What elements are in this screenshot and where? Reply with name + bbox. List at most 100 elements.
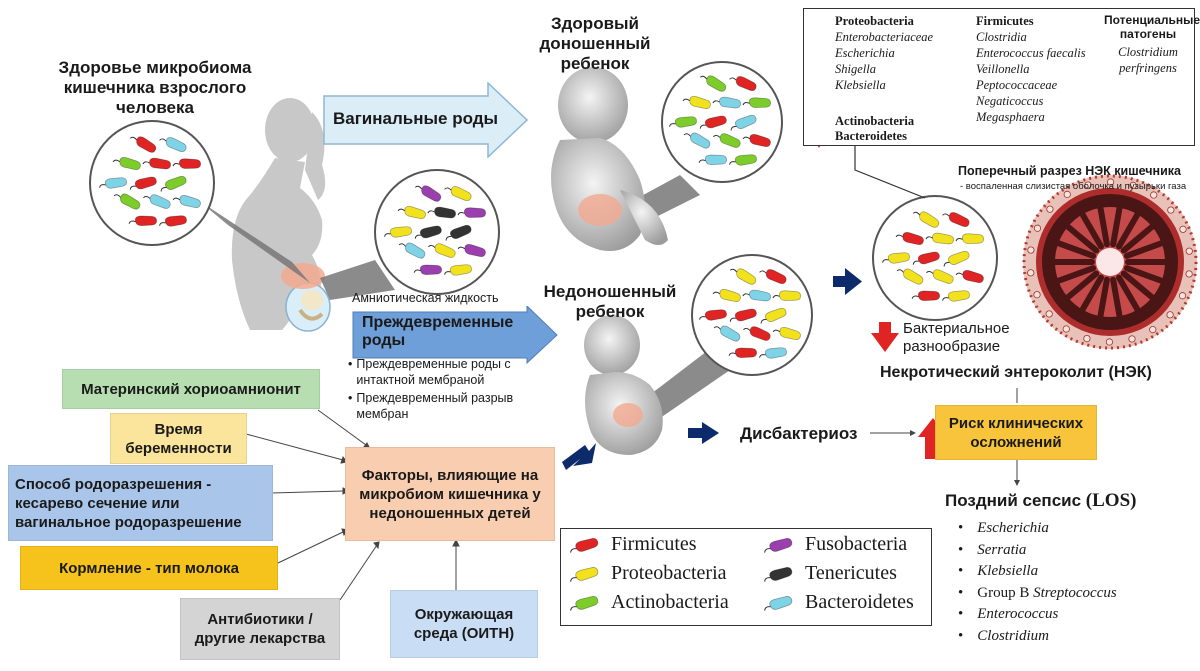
vaginal-birth-label: Вагинальные роды: [333, 109, 499, 128]
navy-arrow-to-preterm: [562, 443, 596, 470]
gas-bubble: [1185, 270, 1193, 278]
bacterium-icon: [570, 566, 599, 582]
villus: [1120, 270, 1156, 301]
adult-cone: [198, 200, 310, 283]
adult-title: Здоровье микробиома кишечника взрослого …: [58, 58, 252, 117]
bacterium-icon: [742, 134, 771, 148]
bacterium-icon: [427, 206, 456, 219]
diversity-down-icon: [871, 322, 899, 352]
chorio-box: Материнский хориоамнионит: [62, 369, 320, 409]
gas-bubble: [1063, 190, 1071, 198]
dysbiosis-label: Дисбактериоз: [740, 424, 858, 443]
los-item: •Klebsiella: [958, 563, 1039, 579]
bacterium-icon: [669, 116, 697, 128]
bacterium-icon: [683, 132, 711, 149]
amniotic-label: Амниотическая жидкость: [352, 291, 499, 305]
diversity-label: Бактериальное разнообразие: [903, 320, 1010, 355]
preterm-birth-arrow: Преждевременные роды: [352, 306, 558, 364]
bacterium-icon: [129, 176, 157, 190]
firmicutes-group: Firmicutes Clostridia Enterococcus faeca…: [976, 14, 1086, 124]
bacterium-icon: [759, 347, 787, 359]
bacterium-icon: [764, 537, 793, 553]
legend-entry: Bacteroidetes: [761, 591, 914, 614]
bacterium-icon: [743, 326, 771, 341]
gas-bubble: [1128, 335, 1136, 343]
bacterium-icon: [570, 537, 599, 553]
bacterium-icon: [943, 250, 970, 267]
bacterium-icon: [742, 97, 771, 108]
bacterium-icon: [764, 595, 793, 611]
preterm-bullet: •Преждевременный разрыв мембран: [348, 391, 514, 421]
los-item: •Clostridium: [958, 627, 1049, 644]
gas-bubble: [1179, 225, 1187, 233]
bacterium-icon: [698, 154, 727, 166]
bacterium-icon: [764, 566, 793, 582]
bacterium-icon: [398, 242, 426, 259]
legend-entry: Tenericutes: [761, 562, 897, 585]
preterm-bullet: •Преждевременные роды с интактной мембра…: [348, 357, 511, 387]
bacterium-icon: [942, 212, 970, 228]
factors-center-box: Факторы, влияющие на микробиом кишечника…: [345, 447, 555, 541]
los-item: •Enterococcus: [958, 606, 1059, 622]
los-list: •Escherichia•Serratia•Klebsiella•Group B…: [958, 518, 1117, 647]
villus: [1120, 223, 1156, 254]
gas-bubble: [1033, 224, 1042, 232]
villus: [1097, 203, 1110, 248]
bacterium-icon: [99, 177, 127, 189]
bacterium-icon: [699, 75, 727, 92]
gas-bubble: [1045, 310, 1053, 318]
villus: [1079, 274, 1104, 314]
bacterium-icon: [413, 264, 442, 276]
healthy-infant-title: Здоровый доношенный ребенок: [539, 14, 651, 73]
legend-entry: Proteobacteria: [567, 562, 727, 585]
navy-arrow-to-dysbiosis: [688, 422, 719, 444]
bacterium-icon: [955, 233, 984, 244]
villi: [1027, 178, 1193, 346]
los-item: •Group B Streptococcus: [958, 584, 1117, 601]
bacterium-icon: [895, 232, 924, 246]
gas-bubble: [1167, 206, 1175, 214]
bacterium-icon: [729, 268, 757, 285]
bacteria-layer: [99, 75, 984, 359]
bacterium-icon: [414, 185, 442, 202]
los-title: Поздний сепсис (LOS): [945, 490, 1137, 511]
bacterium-icon: [926, 269, 954, 284]
vaginal-birth-arrow: Вагинальные роды: [323, 82, 528, 158]
healthy-baby-illustration: [551, 67, 668, 251]
los-item: •Serratia: [958, 541, 1027, 558]
nec-title: Некротический энтероколит (НЭК): [880, 364, 1152, 381]
gas-bubble: [1027, 269, 1035, 277]
villus: [1110, 203, 1123, 248]
legend-label: Fusobacteria: [805, 533, 908, 555]
preterm-bullets: •Преждевременные роды с интактной мембра…: [348, 356, 533, 422]
bacterium-icon: [570, 566, 599, 582]
bacteria-change-panel: Proteobacteria Enterobacteriaceae Escher…: [803, 8, 1200, 146]
bacterium-icon: [159, 215, 187, 227]
bacterium-icon: [445, 224, 472, 241]
amniotic-cone: [320, 260, 395, 300]
bacterium-icon: [457, 244, 486, 258]
bacterium-icon: [397, 206, 426, 220]
bacterium-icon: [159, 137, 187, 153]
bacterium-icon: [384, 226, 412, 238]
bacterium-icon: [942, 290, 970, 302]
gas-bubble: [1033, 291, 1041, 299]
legend-entry: Actinobacteria: [567, 591, 729, 614]
bacterium-icon: [457, 207, 486, 218]
bacterium-icon: [772, 290, 801, 301]
bacterium-icon: [142, 157, 171, 170]
fetus-icon: [285, 282, 331, 332]
bacterium-icon: [128, 215, 157, 227]
gas-bubble: [1083, 334, 1091, 343]
bacterium-icon: [113, 193, 141, 210]
gas-bubble: [1185, 247, 1193, 255]
bacterium-icon: [160, 175, 187, 192]
preterm-infant-title: Недоношенный ребенок: [543, 282, 677, 321]
legend-label: Bacteroidetes: [805, 591, 914, 613]
gas-bubble: [1149, 326, 1157, 334]
bacterium-icon: [729, 76, 757, 92]
bacterium-icon: [712, 96, 741, 109]
bacterium-icon: [699, 115, 727, 129]
